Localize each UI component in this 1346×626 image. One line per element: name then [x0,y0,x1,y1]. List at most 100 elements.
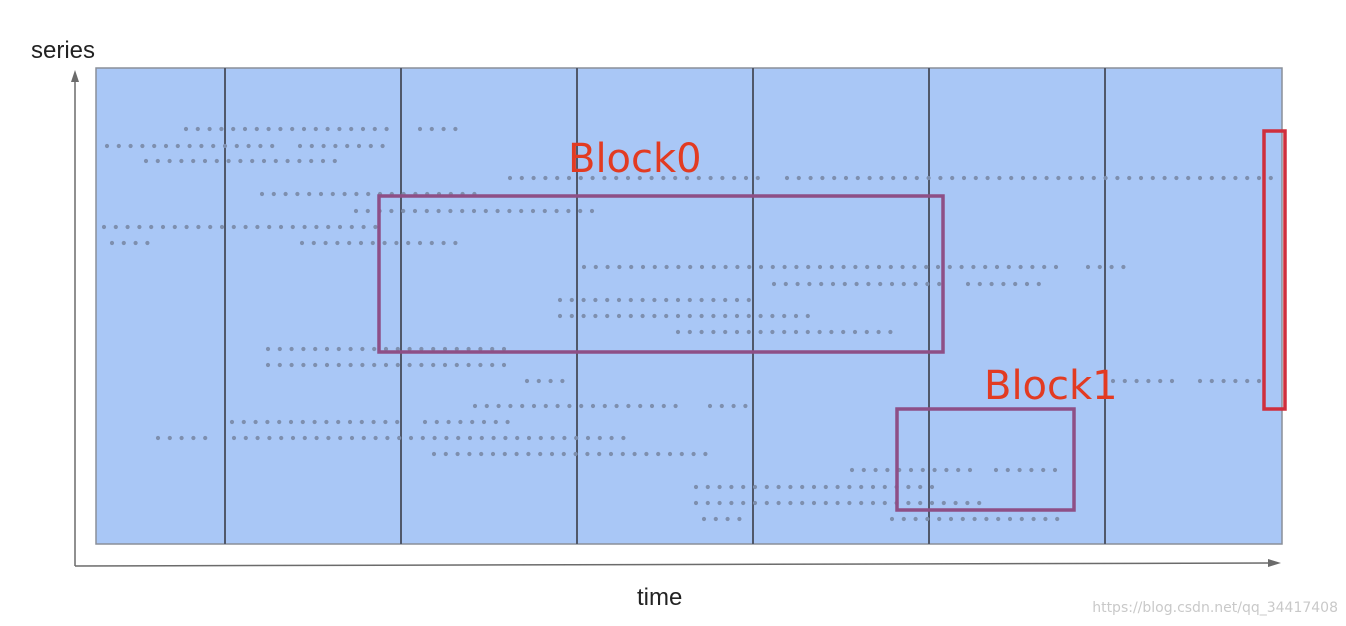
sample-dot [155,158,160,164]
sample-dot [701,516,707,522]
sample-dot [531,175,536,181]
sample-dot [820,175,825,181]
sample-dot [752,484,758,490]
sample-dot [711,264,716,270]
sample-dot [579,403,584,409]
sample-dot [794,264,799,270]
sample-dot [959,264,964,270]
sample-dot [313,126,318,132]
sample-dot [578,208,583,214]
sample-dot [1103,175,1108,181]
sample-dot [1121,264,1126,270]
sample-dot [526,435,532,441]
sample-dot [1115,175,1120,181]
sample-dot [608,451,614,457]
sample-dot [255,224,260,230]
axes [71,70,1281,567]
sample-dot [725,516,730,522]
sample-dot [183,126,189,132]
sample-dot [847,500,852,506]
sample-dot [1085,264,1091,270]
sample-dot [720,175,725,181]
sample-dot [302,435,307,441]
sample-dot [543,175,548,181]
sample-dot [479,451,484,457]
time-series-panel [95,67,1283,545]
sample-dot [989,281,994,287]
sample-dot [965,281,971,287]
sample-dot [605,313,610,319]
sample-dot [723,329,728,335]
sample-dot [478,346,483,352]
sample-dot [913,281,918,287]
sample-dot [266,126,271,132]
sample-dot [203,435,208,441]
sample-dot [865,264,870,270]
sample-dot [389,208,394,214]
sample-dot [793,329,799,335]
sample-dot [330,191,335,197]
sample-dot [652,313,657,319]
sample-dot [309,143,314,149]
sample-dot [372,126,377,132]
sample-dot [708,175,713,181]
sample-dot [222,143,228,149]
sample-dot [817,329,822,335]
sample-dot [311,240,316,246]
sample-dot [649,403,655,409]
sample-dot [967,467,973,473]
sample-dot [977,500,982,506]
sample-dot [900,264,905,270]
sample-dot [265,419,270,425]
sample-dot [948,516,954,522]
sample-dot [348,362,353,368]
sample-dot [562,435,567,441]
sample-dot [326,224,331,230]
sample-dot [879,175,884,181]
sample-dot [336,419,341,425]
sample-dot [145,240,150,246]
sample-dot [703,451,708,457]
sample-dot [644,451,649,457]
sample-dot [782,329,787,335]
sample-dot [1017,467,1022,473]
sample-dot [332,158,337,164]
sample-dot [501,346,507,352]
sample-dot [649,175,654,181]
sample-dot [160,224,166,230]
sample-dot [567,403,572,409]
sample-dot [289,362,294,368]
sample-dot [912,264,917,270]
sample-dot [152,143,157,149]
sample-dot [495,208,500,214]
sample-dot [830,281,836,287]
sample-dot [640,297,645,303]
sample-dot [746,329,751,335]
sample-dot [231,435,237,441]
sample-dot [372,362,377,368]
sample-dot [889,281,895,287]
sample-dot [743,175,749,181]
sample-dot [470,419,475,425]
sample-dot [481,419,487,425]
sample-dot [994,264,1000,270]
sample-dot [277,362,282,368]
sample-dot [732,175,737,181]
sample-dot [373,435,378,441]
sample-dot [333,143,338,149]
sample-dot [885,467,890,473]
sample-dot [505,419,510,425]
sample-dot [1134,378,1139,384]
sample-dot [550,435,555,441]
sample-dot [924,264,929,270]
sample-dot [267,224,272,230]
sample-dot [302,224,307,230]
sample-dot [432,435,437,441]
sample-dot [950,175,955,181]
sample-dot [202,158,208,164]
sample-dot [593,264,598,270]
sample-dot [349,126,354,132]
sample-dot [259,191,265,197]
sample-dot [741,484,746,490]
sample-dot [637,175,642,181]
